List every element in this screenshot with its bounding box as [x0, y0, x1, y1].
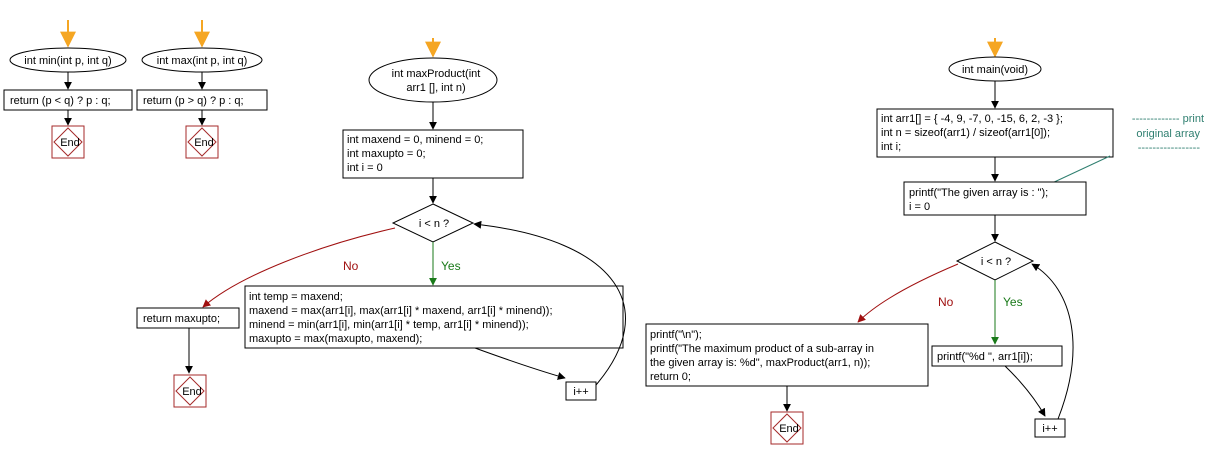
main-end-diamond — [772, 413, 802, 443]
main-function-flow: int main(void) int arr1[] = { -4, 9, -7,… — [645, 38, 1204, 445]
main-print-given-node — [903, 181, 1087, 216]
mp-end-node — [173, 374, 207, 408]
main-final-text-2: printf("The maximum product of a sub-arr… — [650, 343, 874, 355]
main-print-elem-node — [931, 345, 1063, 367]
main-final-node — [645, 323, 929, 387]
max-end-diamond — [187, 127, 217, 157]
max-end-text: End — [194, 137, 214, 149]
main-header-text: int main(void) — [962, 64, 1028, 76]
maxproduct-function-flow: int maxProduct(int arr1 [], int n) int m… — [136, 38, 626, 408]
min-end-node — [51, 125, 85, 159]
mp-condition-text: i < n ? — [419, 218, 449, 230]
max-function-flow: int max(int p, int q) return (p > q) ? p… — [136, 20, 268, 159]
mp-increment-text: i++ — [573, 386, 588, 398]
main-init-node — [876, 108, 1114, 158]
mp-init-text-2: int maxupto = 0; — [347, 148, 426, 160]
mp-loop-text-1: int temp = maxend; — [249, 291, 343, 303]
mp-no-label: No — [343, 259, 359, 273]
min-header-text: int min(int p, int q) — [24, 55, 111, 67]
main-no-arrow — [857, 263, 959, 323]
mp-loop-body-node — [244, 285, 624, 349]
mp-init-node — [342, 129, 524, 179]
mp-loop-text-2: maxend = max(arr1[i], max(arr1[i] * maxe… — [249, 305, 553, 317]
main-comment-line-3: ----------------- — [1138, 142, 1201, 154]
main-init-text-3: int i; — [881, 141, 901, 153]
mp-end-diamond — [175, 376, 205, 406]
mp-loop-text-4: maxupto = max(maxupto, maxend); — [249, 333, 422, 345]
mp-return-node — [136, 307, 240, 329]
main-final-text-1: printf("\n"); — [650, 329, 702, 341]
main-print-given-text-2: i = 0 — [909, 201, 930, 213]
min-end-text: End — [60, 137, 80, 149]
mp-header-node — [368, 57, 498, 103]
main-loop-back-arrow — [1031, 263, 1074, 420]
max-return-text: return (p > q) ? p : q; — [143, 95, 244, 107]
min-end-diamond — [53, 127, 83, 157]
mp-loop-text-3: minend = min(arr1[i], min(arr1[i] * temp… — [249, 319, 529, 331]
main-final-text-3: the given array is: %d", maxProduct(arr1… — [650, 357, 870, 369]
max-header-text: int max(int p, int q) — [157, 55, 247, 67]
main-comment-line-2: original array — [1136, 128, 1200, 140]
main-yes-label: Yes — [1003, 295, 1023, 309]
mp-return-text: return maxupto; — [143, 313, 220, 325]
mp-init-text-1: int maxend = 0, minend = 0; — [347, 134, 483, 146]
min-return-text: return (p < q) ? p : q; — [10, 95, 111, 107]
mp-loop-to-increment — [474, 347, 566, 380]
main-end-node — [770, 411, 804, 445]
mp-header-text-1: int maxProduct(int — [392, 68, 481, 80]
mp-init-text-3: int i = 0 — [347, 162, 383, 174]
main-increment-text: i++ — [1042, 423, 1057, 435]
main-init-text-1: int arr1[] = { -4, 9, -7, 0, -15, 6, 2, … — [881, 113, 1063, 125]
main-comment-line-1: ------------- print — [1132, 113, 1204, 125]
main-init-text-2: int n = sizeof(arr1) / sizeof(arr1[0]); — [881, 127, 1050, 139]
main-end-text: End — [779, 423, 799, 435]
main-condition-text: i < n ? — [981, 256, 1011, 268]
main-no-label: No — [938, 295, 954, 309]
main-print-to-increment — [1004, 365, 1046, 417]
mp-loop-back-arrow — [473, 220, 626, 386]
mp-yes-label: Yes — [441, 259, 461, 273]
mp-header-text-2: arr1 [], int n) — [406, 82, 465, 94]
main-final-text-4: return 0; — [650, 371, 691, 383]
max-end-node — [185, 125, 219, 159]
main-print-given-text-1: printf("The given array is : "); — [909, 187, 1048, 199]
mp-no-arrow — [202, 227, 396, 308]
main-print-elem-text: printf("%d ", arr1[i]); — [937, 351, 1033, 363]
mp-end-text: End — [182, 386, 202, 398]
min-function-flow: int min(int p, int q) return (p < q) ? p… — [3, 20, 133, 159]
mp-increment-node — [565, 381, 597, 401]
main-increment-node — [1034, 418, 1066, 438]
main-comment-connector — [1049, 155, 1111, 185]
